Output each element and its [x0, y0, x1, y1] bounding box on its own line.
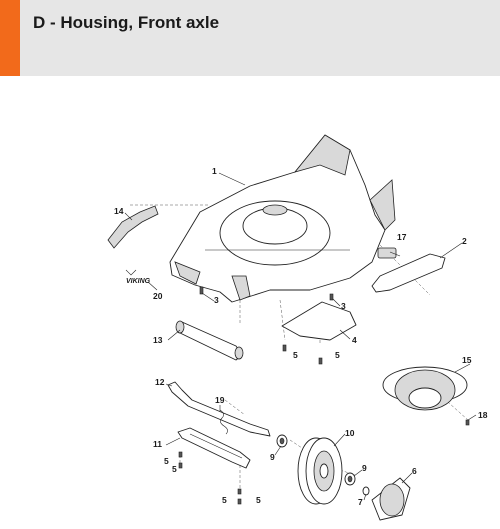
part-wheel-10 [297, 437, 343, 505]
part-front-axle-12 [167, 381, 271, 437]
part-cover-dish-15 [382, 366, 468, 411]
callout-labels: 1 2 3 3 4 5 5 5 5 5 5 6 7 9 9 10 11 12 1… [114, 166, 488, 507]
part-side-trim-14 [107, 205, 159, 249]
callout-1: 1 [212, 166, 217, 176]
viking-logo-text: VIKING [126, 278, 151, 285]
part-spring-19 [219, 409, 228, 435]
part-axle-bracket-11 [177, 427, 251, 469]
callout-7: 7 [358, 497, 363, 507]
callout-6: 6 [412, 466, 417, 476]
callout-10: 10 [345, 428, 355, 438]
part-washer-7 [362, 486, 370, 496]
part-housing-deck [169, 134, 396, 303]
callout-17: 17 [397, 232, 407, 242]
header-bar: D - Housing, Front axle [0, 0, 500, 76]
callout-13: 13 [153, 335, 163, 345]
callout-2: 2 [462, 236, 467, 246]
callout-18: 18 [478, 410, 488, 420]
callout-5c: 5 [164, 456, 169, 466]
callout-5a: 5 [293, 350, 298, 360]
callout-14: 14 [114, 206, 124, 216]
callout-20: 20 [153, 291, 163, 301]
callout-5e: 5 [222, 495, 227, 505]
part-flap-4 [281, 301, 357, 341]
callout-3a: 3 [214, 295, 219, 305]
page-title: D - Housing, Front axle [33, 13, 220, 32]
callout-9b: 9 [362, 463, 367, 473]
callout-3b: 3 [341, 301, 346, 311]
callout-19: 19 [215, 395, 225, 405]
callout-4: 4 [352, 335, 357, 345]
callout-15: 15 [462, 355, 472, 365]
part-strip-2 [371, 253, 446, 293]
part-clip-17 [377, 247, 397, 259]
part-hub-cap-6 [371, 477, 411, 521]
part-bushing-9 [276, 434, 356, 486]
part-roller-13 [175, 320, 244, 361]
callout-5b: 5 [335, 350, 340, 360]
callout-9a: 9 [270, 452, 275, 462]
exploded-parts-diagram: VIKING 1 2 3 3 4 5 5 5 5 5 5 6 7 [107, 134, 488, 521]
callout-5f: 5 [256, 495, 261, 505]
callout-5d: 5 [172, 464, 177, 474]
leader-lines [124, 172, 477, 501]
callout-12: 12 [155, 377, 165, 387]
screws [178, 286, 470, 505]
header-accent-stripe [0, 0, 20, 76]
callout-11: 11 [153, 439, 162, 449]
viking-logo: VIKING [125, 269, 151, 285]
